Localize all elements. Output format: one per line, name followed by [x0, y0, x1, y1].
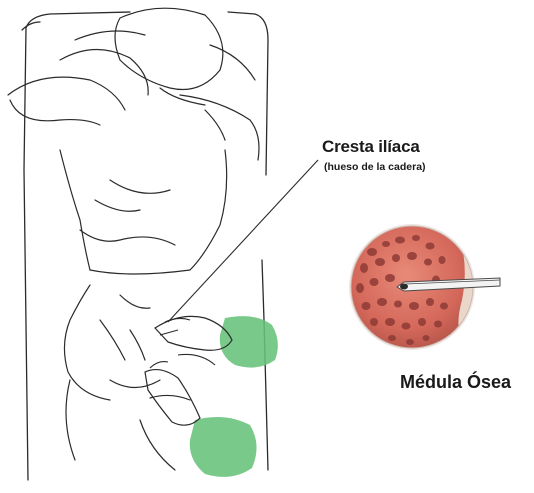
gloved-hand-upper: [155, 316, 278, 367]
bone-marrow-label: Médula Ósea: [400, 372, 511, 393]
gloved-hand-lower: [145, 354, 257, 476]
iliac-crest-leader-line: [168, 160, 318, 322]
iliac-crest-label: Cresta ilíaca: [322, 137, 420, 157]
iliac-crest-sublabel: (hueso de la cadera): [324, 161, 426, 173]
bed-outline: [22, 12, 268, 480]
patient-figure: [8, 8, 259, 470]
